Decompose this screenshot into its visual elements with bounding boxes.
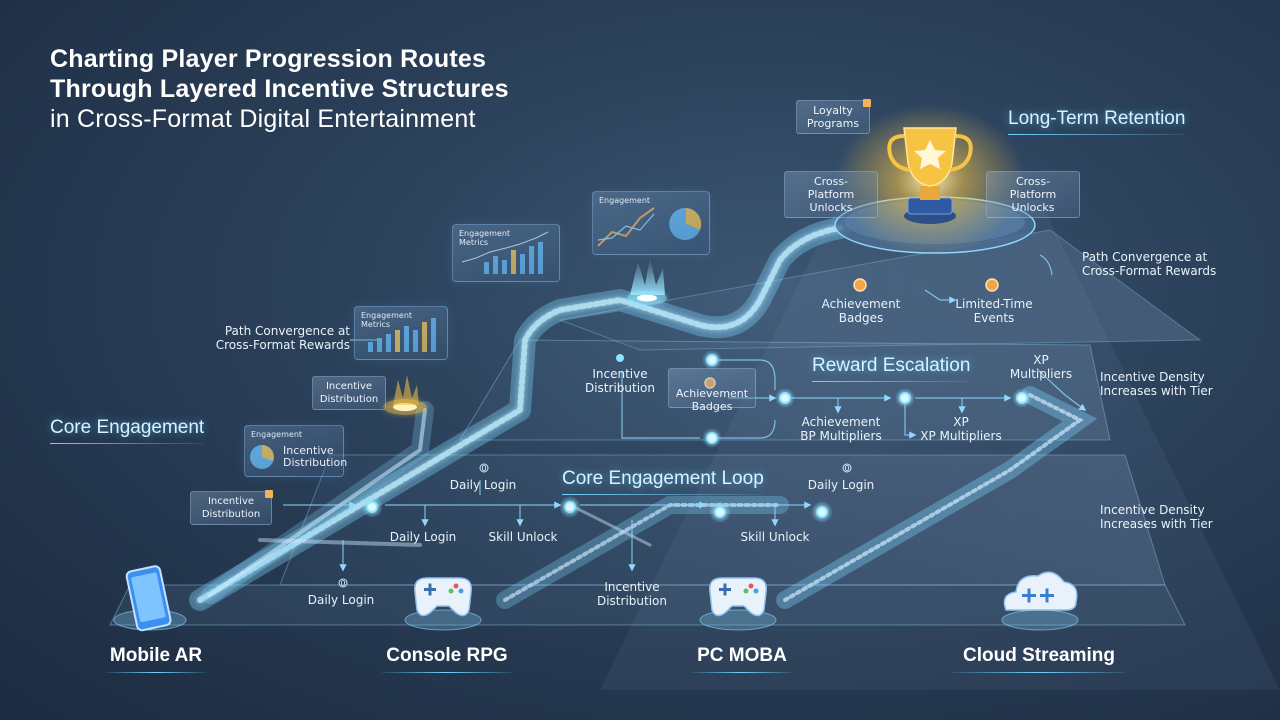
node-gold-top-1 [853, 278, 867, 292]
section-core-engagement: Core Engagement [50, 417, 205, 444]
platform-label-cloud: Cloud Streaming [952, 645, 1126, 673]
gamepad-icon-console [404, 577, 482, 631]
label-daily-login-1: Daily Login [449, 478, 517, 492]
node-mid-1 [702, 350, 722, 370]
tag-loyalty-programs: Loyalty Programs [796, 99, 871, 134]
label-skill-unlock-2: Skill Unlock [740, 530, 810, 544]
trophy-icon [887, 127, 973, 224]
card4-title: Engagement [251, 430, 303, 439]
title-line-2: Through Layered Incentive Structures [50, 75, 509, 103]
section-long-term-retention: Long-Term Retention [1008, 108, 1186, 135]
card4-chart [250, 445, 274, 469]
platform-label-mobile: Mobile AR [106, 645, 206, 673]
beacon-left [383, 375, 427, 415]
card1-chart [597, 207, 702, 247]
card-engagement-metrics-lower: Engagement Metrics [354, 306, 448, 360]
smartphone-icon [113, 565, 187, 632]
beacon-center [627, 258, 667, 305]
label-daily-login-4: Daily Login [307, 593, 375, 607]
card2-title: Engagement Metrics [459, 229, 511, 247]
node-core-1 [361, 496, 383, 518]
diagram-title: Charting Player Progression Routes Throu… [50, 44, 610, 134]
label-xp-multipliers-center: XP XP Multipliers [920, 415, 1002, 443]
marker-label-3: 0 [844, 464, 850, 473]
card4-text: Incentive Distribution [283, 444, 348, 469]
marker-label-1: 0 [481, 464, 487, 473]
platform-label-pc: PC MOBA [692, 645, 792, 673]
title-line-1: Charting Player Progression Routes [50, 45, 487, 73]
title-line-3: in Cross-Format Digital Entertainment [50, 105, 476, 133]
label-daily-login-3: Daily Login [807, 478, 875, 492]
label-achievement-badges-top: Achievement Badges [821, 297, 901, 325]
connectors [283, 254, 1087, 572]
node-mid-2 [702, 428, 722, 448]
label-limited-time-events: Limited-Time Events [955, 297, 1033, 325]
main-progression-path [189, 217, 851, 611]
gamepad-icon-pc [699, 577, 777, 631]
label-incentive-distribution-mid: Incentive Distribution [584, 367, 655, 395]
node-mid-5 [1012, 388, 1032, 408]
node-mid-6 [616, 354, 624, 362]
cloud-icon [1001, 571, 1079, 631]
nodes [361, 278, 1032, 523]
label-skill-unlock-1: Skill Unlock [488, 530, 558, 544]
node-core-2 [559, 496, 581, 518]
card-engagement-distribution: Engagement Incentive Distribution [244, 425, 348, 477]
tier-plane-top [558, 229, 1202, 351]
platform-label-console: Console RPG [382, 645, 512, 673]
label-incentive-density-upper: Incentive Density Increases with Tier [1100, 370, 1213, 398]
node-core-4 [811, 501, 833, 523]
tag-incentive-distribution-beacon: Incentive Distribution [312, 376, 386, 410]
tag-cross-platform-right: Cross-Platform Unlocks [986, 171, 1080, 218]
label-xp-multipliers-right: XP Multipliers [1009, 353, 1073, 381]
tag-cross-platform-left: Cross-Platform Unlocks [784, 171, 878, 218]
tag-incentive-distribution-left: Incentive Distribution [190, 490, 273, 525]
node-core-3 [709, 501, 731, 523]
label-path-convergence-right: Path Convergence at Cross-Format Rewards [1082, 250, 1217, 278]
label-incentive-distribution-core: Incentive Distribution [596, 580, 667, 608]
node-mid-3 [775, 388, 795, 408]
box-achievement-badges: Achievement Badges [668, 368, 756, 413]
section-core-engagement-loop: Core Engagement Loop [562, 468, 764, 495]
label-incentive-density-lower: Incentive Density Increases with Tier [1100, 503, 1213, 531]
card-engagement-metrics-upper: Engagement Metrics [452, 224, 560, 282]
label-achievement-bp-multipliers: Achievement BP Multipliers [800, 415, 882, 443]
card3-title: Engagement Metrics [361, 311, 413, 329]
section-reward-escalation: Reward Escalation [812, 355, 971, 382]
card3-chart [368, 318, 436, 352]
small-markers [338, 463, 852, 588]
marker-label-2: 0 [340, 579, 346, 588]
label-path-convergence-left: Path Convergence at Cross-Format Rewards [215, 324, 350, 352]
card1-title: Engagement [599, 196, 651, 205]
node-gold-top-2 [985, 278, 999, 292]
base-plane [109, 584, 1186, 626]
card2-chart [461, 231, 549, 274]
node-mid-4 [895, 388, 915, 408]
node-gold-mid [704, 377, 716, 389]
label-daily-login-2: Daily Login [389, 530, 457, 544]
card-engagement-chart: Engagement [592, 191, 710, 255]
